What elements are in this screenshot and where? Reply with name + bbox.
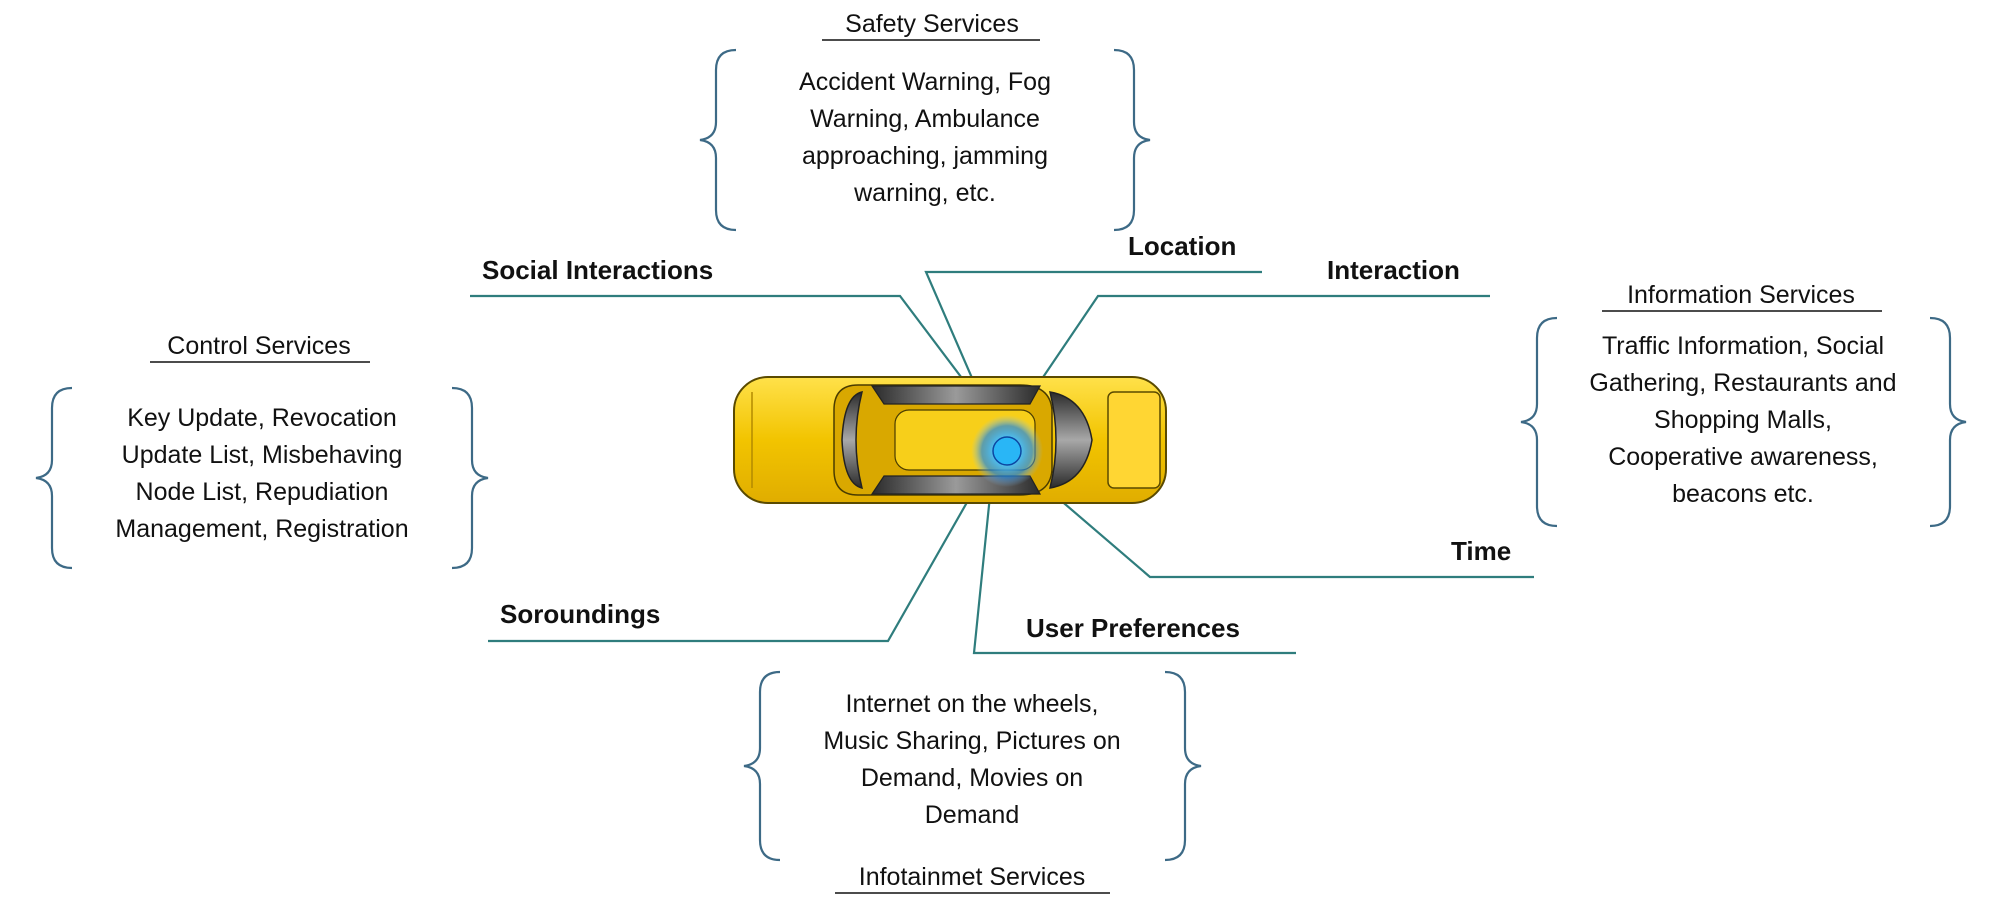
car-windshield <box>1048 391 1093 489</box>
infotainment-line-3: Demand, Movies on <box>861 764 1083 792</box>
infotainment-services-group: Internet on the wheels, Music Sharing, P… <box>743 670 1202 894</box>
infotainment-brace-left <box>743 670 781 862</box>
leader-soroundings <box>488 475 983 643</box>
information-services-group: Information Services Traffic Information… <box>1520 281 1967 528</box>
label-interaction: Interaction <box>1327 255 1460 285</box>
label-social-interactions: Social Interactions <box>482 255 713 285</box>
label-location: Location <box>1128 231 1236 261</box>
leader-location <box>924 270 1262 425</box>
control-line-2: Update List, Misbehaving <box>122 441 403 469</box>
information-brace-left <box>1520 316 1558 528</box>
control-brace-left <box>35 386 73 570</box>
label-user-preferences: User Preferences <box>1026 613 1240 643</box>
label-soroundings: Soroundings <box>500 599 660 629</box>
car-rear-window <box>841 391 864 489</box>
car-hood <box>1107 391 1161 489</box>
safety-line-2: Warning, Ambulance <box>810 105 1040 133</box>
control-services-title: Control Services <box>167 332 350 360</box>
infotainment-line-4: Demand <box>925 801 1020 829</box>
information-line-3: Shopping Malls, <box>1654 406 1832 434</box>
infotainment-services-title: Infotainmet Services <box>859 863 1086 891</box>
control-line-4: Management, Registration <box>115 515 408 543</box>
information-line-1: Traffic Information, Social <box>1602 332 1884 360</box>
infotainment-brace-right <box>1164 670 1202 862</box>
label-time: Time <box>1451 536 1511 566</box>
control-brace-right <box>451 386 489 570</box>
safety-line-3: approaching, jamming <box>802 142 1048 170</box>
context-labels: Social Interactions Location Interaction… <box>482 231 1511 643</box>
car-sensor-core <box>992 436 1022 466</box>
leader-user-preferences <box>972 475 1296 655</box>
control-services-group: Control Services Key Update, Revocation … <box>35 332 489 570</box>
information-line-2: Gathering, Restaurants and <box>1589 369 1896 397</box>
safety-brace-left <box>699 48 737 232</box>
car-side-window-top <box>870 385 1042 405</box>
infotainment-line-1: Internet on the wheels, <box>846 690 1099 718</box>
leader-lines <box>470 270 1534 655</box>
control-line-3: Node List, Repudiation <box>136 478 389 506</box>
information-line-4: Cooperative awareness, <box>1608 443 1878 471</box>
information-line-5: beacons etc. <box>1672 480 1814 508</box>
car-icon <box>733 376 1167 504</box>
safety-services-group: Safety Services Accident Warning, Fog Wa… <box>699 10 1151 232</box>
information-brace-right <box>1929 316 1967 528</box>
safety-line-4: warning, etc. <box>853 179 996 207</box>
infotainment-line-2: Music Sharing, Pictures on <box>823 727 1120 755</box>
safety-brace-right <box>1113 48 1151 232</box>
control-line-1: Key Update, Revocation <box>127 404 397 432</box>
safety-services-title: Safety Services <box>845 10 1019 38</box>
safety-line-1: Accident Warning, Fog <box>799 68 1051 96</box>
information-services-title: Information Services <box>1627 281 1855 309</box>
leader-time <box>1029 473 1534 579</box>
